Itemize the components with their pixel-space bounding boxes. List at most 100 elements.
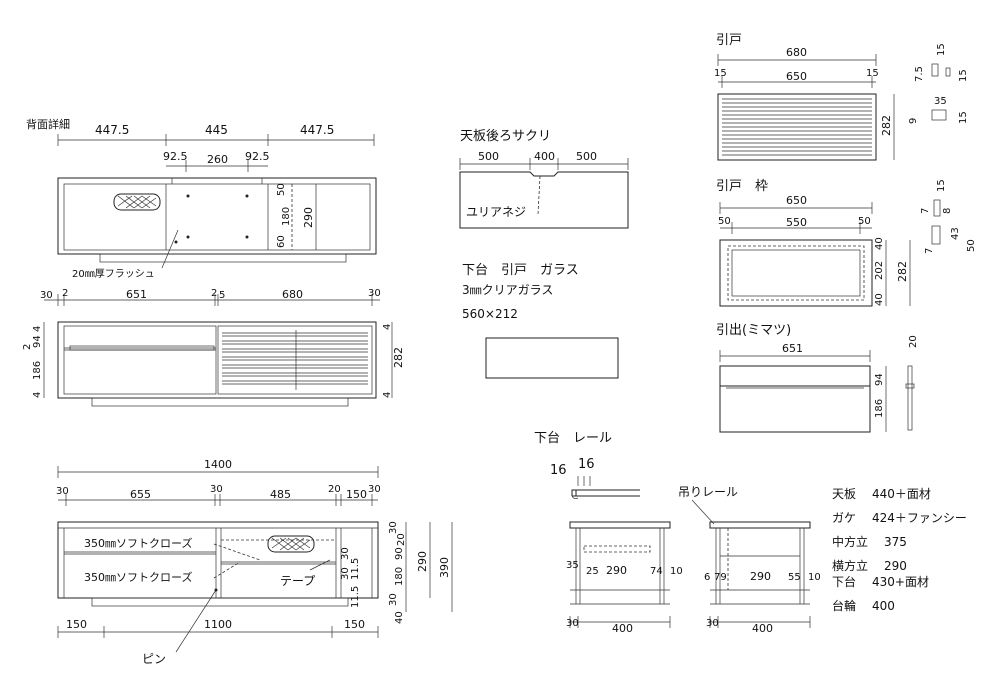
cut-dim-2: 400: [534, 150, 555, 163]
plan-inner-dim-3: 30: [340, 567, 351, 580]
rail-right-dim-3: 290: [750, 570, 771, 583]
frame-side-4: 43: [950, 227, 961, 240]
front-right-dim-1: 4: [382, 324, 393, 330]
frame-side-5: 7: [924, 248, 935, 254]
front-left-dim-3: 2: [22, 344, 33, 350]
door-dim-1: 15: [714, 68, 727, 79]
rail-bottom-left-1: 30: [566, 618, 579, 629]
plan-inner-dim-2: 11.5: [350, 586, 361, 608]
rail-right-dim-5: 10: [808, 572, 821, 583]
rail-bottom-right-2: 400: [752, 622, 773, 635]
drawer-view: 引出(ミマツ) 651 94 186 20: [716, 323, 919, 433]
plan-bottom-dim-1: 150: [66, 618, 87, 631]
plan-dim-2: 655: [130, 488, 151, 501]
back-dim-2: 445: [205, 123, 228, 137]
plan-right-dim-4: 180: [394, 567, 405, 586]
frame-right-2: 202: [874, 261, 885, 280]
rail-dim-2: 16: [578, 457, 595, 472]
rail-view: 下台 レール 16 16 35 25 290 74 10 30 400 吊りレー…: [534, 431, 821, 635]
material-value-3: 375: [884, 535, 907, 549]
back-dim-4: 92.5: [163, 150, 188, 163]
front-left-dim-2: 94: [32, 335, 43, 348]
door-side-3: 15: [958, 69, 969, 82]
plan-dim-1: 30: [56, 486, 69, 497]
frame-side-1: 15: [936, 179, 947, 192]
back-dim-5: 260: [207, 153, 228, 166]
rail-bottom-left-2: 400: [612, 622, 633, 635]
rail-left-dim-4: 74: [650, 566, 663, 577]
door-side-4: 35: [934, 96, 947, 107]
plan-right-dim-8: 40: [394, 611, 405, 624]
drawer-right-1: 94: [874, 373, 885, 386]
frame-right-1: 40: [874, 237, 885, 250]
front-dim-4: 2: [211, 288, 217, 299]
front-dim-5: 5: [219, 290, 225, 301]
material-name-2: ガケ: [832, 511, 856, 525]
plan-dim-5: 20: [328, 484, 341, 495]
door-side-5: 9: [908, 118, 919, 124]
material-name-6: 台輪: [832, 598, 856, 613]
front-left-dim-4: 186: [32, 361, 43, 380]
back-right-dim-4: 290: [302, 207, 315, 228]
door-side-2: 7.5: [914, 66, 925, 82]
materials-list: 天板 440＋面材 ガケ 424＋ファンシー 中方立 375 横方立 290 下…: [832, 487, 967, 613]
rail-bottom-right-1: 30: [706, 618, 719, 629]
door-dim-top: 680: [786, 46, 807, 59]
material-value-6: 400: [872, 599, 895, 613]
material-value-4: 290: [884, 559, 907, 573]
plan-bottom-dim-2: 1100: [204, 618, 232, 631]
flush-label: 20㎜厚フラッシュ: [72, 268, 155, 280]
rail-right-dim-2: 79: [714, 572, 727, 583]
door-side-1: 15: [936, 43, 947, 56]
material-name-3: 中方立: [832, 534, 868, 549]
plan-right-dim-3: 90: [394, 547, 405, 560]
material-value-1: 440＋面材: [872, 487, 931, 501]
cut-dim-3: 500: [576, 150, 597, 163]
back-detail-title: 背面詳細: [26, 117, 70, 131]
door-dim-2: 650: [786, 70, 807, 83]
frame-dim-3: 50: [858, 216, 871, 227]
material-name-1: 天板: [832, 487, 856, 501]
tape-label: テープ: [280, 574, 315, 588]
plan-right-dim-6: 290: [416, 551, 429, 572]
rail-right-dim-1: 6: [704, 572, 710, 583]
back-dim-3: 447.5: [300, 123, 334, 137]
material-name-5: 下台: [832, 574, 856, 589]
plan-dim-6: 150: [346, 488, 367, 501]
front-dim-1: 30: [40, 290, 53, 301]
rail-left-dim-5: 10: [670, 566, 683, 577]
front-view: 30 2 651 2 5 680 30 4 94 2 186 4: [22, 288, 405, 407]
frame-side-3: 8: [942, 208, 953, 214]
hanging-rail-label: 吊りレール: [678, 485, 738, 499]
front-dim-3: 651: [126, 288, 147, 301]
sliding-door-title: 引戸: [716, 33, 742, 48]
door-frame-title: 引戸 枠: [716, 179, 768, 194]
front-right-dim-3: 4: [382, 392, 393, 398]
urea-screw-label: ユリアネジ: [466, 205, 526, 219]
back-right-dim-1: 50: [276, 183, 287, 196]
back-detail-view: 背面詳細 447.5 445 447.5 92.5 260 92.5: [26, 117, 377, 280]
back-right-dim-2: 180: [281, 207, 292, 226]
plan-inner-dim-4: 30: [340, 547, 351, 560]
plan-right-dim-2: 20: [396, 533, 407, 546]
plan-dim-7: 30: [368, 484, 381, 495]
drawer-side-dim: 20: [908, 335, 919, 348]
back-dim-1: 447.5: [95, 123, 129, 137]
door-side-6: 15: [958, 111, 969, 124]
rail-left-dim-3: 290: [606, 564, 627, 577]
frame-dim-2: 550: [786, 216, 807, 229]
rail-left-dim-1: 35: [566, 560, 579, 571]
frame-side-6: 50: [966, 239, 977, 252]
door-dim-3: 15: [866, 68, 879, 79]
material-name-4: 横方立: [832, 558, 868, 573]
pin-label: ピン: [142, 652, 166, 666]
rail-dim-1: 16: [550, 463, 567, 478]
back-dim-6: 92.5: [245, 150, 270, 163]
front-left-dim-5: 4: [32, 392, 43, 398]
front-dim-2: 2: [62, 288, 68, 299]
frame-dim-1: 50: [718, 216, 731, 227]
drawer-right-2: 186: [874, 399, 885, 418]
plan-dim-3: 30: [210, 484, 223, 495]
drawer-dim-top: 651: [782, 342, 803, 355]
